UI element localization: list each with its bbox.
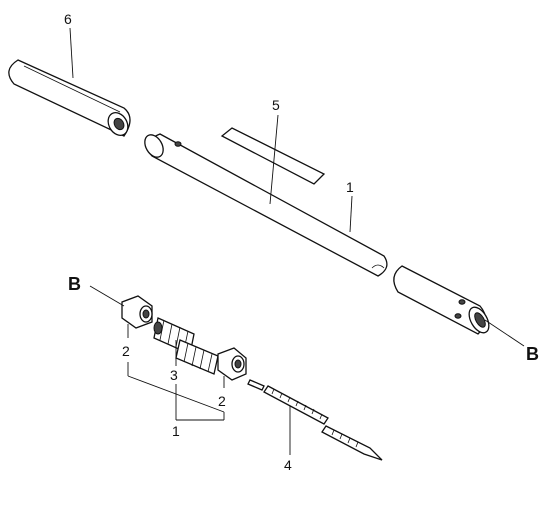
- label-part-4: 4: [284, 457, 292, 473]
- shaft-part-1: [144, 133, 388, 277]
- label-part-3: 3: [170, 367, 178, 383]
- label-part-5: 5: [272, 97, 280, 113]
- label-part-2-right: 2: [218, 393, 226, 409]
- shaft-part-1-end: [393, 265, 490, 335]
- label-part-1-assembly: 1: [172, 423, 180, 439]
- label-part-2-left: 2: [122, 343, 130, 359]
- strip-part-5: [220, 127, 326, 185]
- label-part-6: 6: [64, 11, 72, 27]
- label-b-left: B: [68, 274, 81, 294]
- coupling-nut-left: [121, 295, 153, 329]
- coupling-nut-right: [217, 347, 247, 381]
- splined-sleeve-part-3: [153, 317, 219, 375]
- leader-lines: [69, 27, 525, 455]
- tube-part-6: [8, 59, 131, 137]
- label-b-right: B: [526, 344, 539, 364]
- drive-shaft-part-4: [247, 379, 383, 461]
- label-part-1: 1: [346, 179, 354, 195]
